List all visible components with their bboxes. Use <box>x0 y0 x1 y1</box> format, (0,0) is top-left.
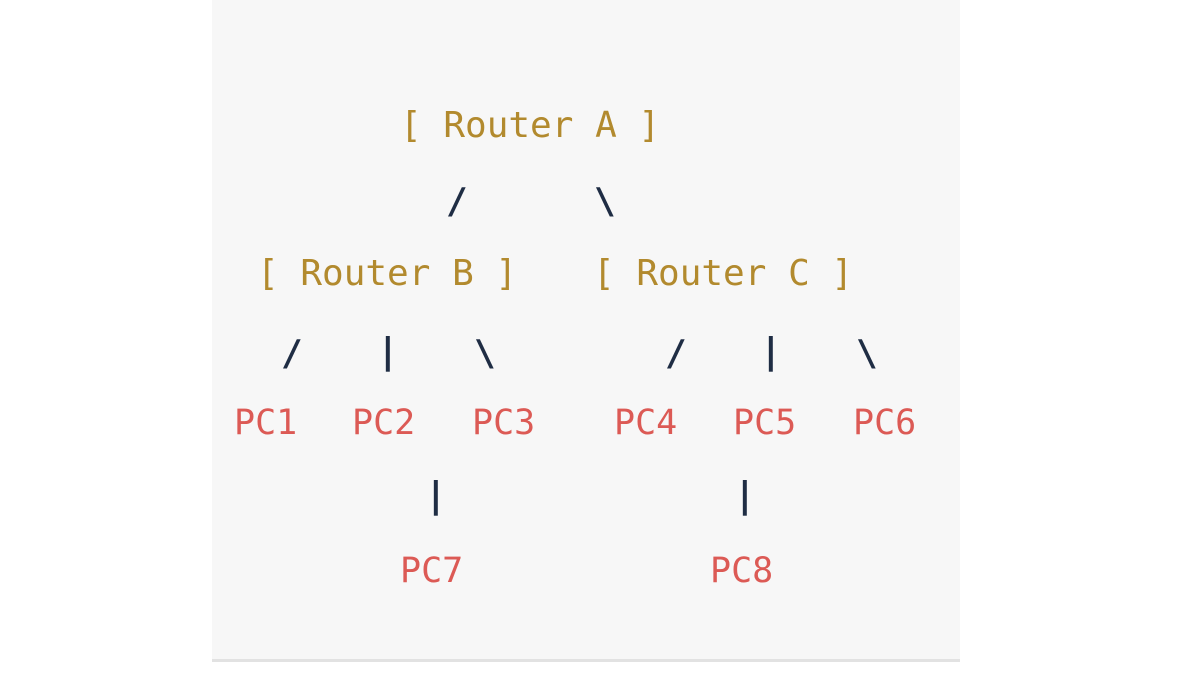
connector-a-c: \ <box>594 181 616 222</box>
pc6: PC6 <box>853 403 917 443</box>
connector-c-pc4: / <box>665 333 687 374</box>
router-c: [ Router C ] <box>593 253 854 294</box>
connector-c-pc5: | <box>760 331 782 372</box>
connector-pc5-pc8: | <box>734 475 756 516</box>
connector-c-pc6: \ <box>856 333 878 374</box>
diagram-panel <box>212 0 960 662</box>
pc2: PC2 <box>352 403 416 443</box>
pc4: PC4 <box>614 403 678 443</box>
router-b: [ Router B ] <box>257 253 518 294</box>
connector-b-pc1: / <box>281 333 303 374</box>
connector-pc2-pc7: | <box>425 475 447 516</box>
pc8: PC8 <box>710 551 774 591</box>
pc1: PC1 <box>234 403 298 443</box>
connector-a-b: / <box>446 181 468 222</box>
pc3: PC3 <box>472 403 536 443</box>
router-a: [ Router A ] <box>400 105 661 146</box>
pc7: PC7 <box>400 551 464 591</box>
connector-b-pc3: \ <box>474 333 496 374</box>
connector-b-pc2: | <box>377 331 399 372</box>
pc5: PC5 <box>733 403 797 443</box>
